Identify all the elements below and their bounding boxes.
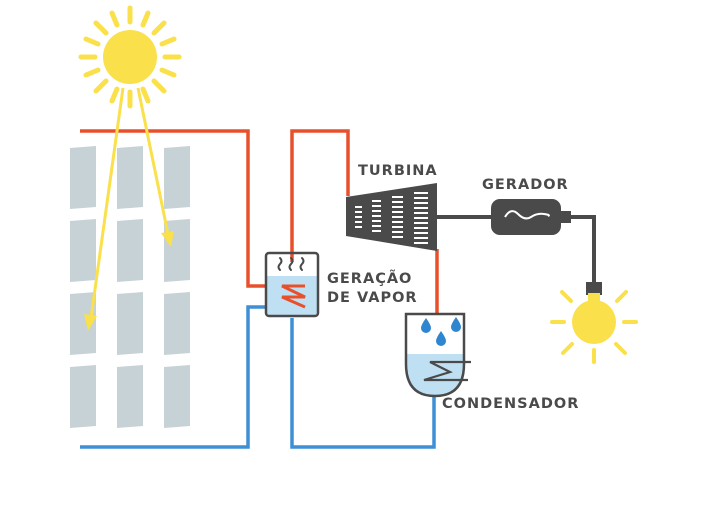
bulb-glow-rays	[550, 290, 638, 364]
power-cable	[571, 215, 596, 289]
sine-wave-icon	[504, 210, 550, 220]
heat-exchanger-coil	[281, 284, 306, 309]
generator-terminal	[561, 211, 571, 223]
steam-icon	[277, 257, 305, 271]
sun-icon	[78, 5, 182, 109]
bulb-socket	[586, 282, 602, 295]
steam-generation-label-line2: DE VAPOR	[327, 290, 418, 306]
generator	[491, 199, 596, 289]
sun-rays-reflection	[84, 87, 174, 331]
generator-label: GERADOR	[482, 177, 569, 193]
bulb-glass	[572, 300, 616, 344]
turbine-label: TURBINA	[358, 163, 438, 179]
light-ray	[136, 87, 170, 235]
ray-arrowhead	[161, 231, 174, 247]
generator-body	[491, 199, 561, 235]
turbine	[346, 183, 493, 251]
condenser	[404, 312, 471, 398]
light-bulb-icon	[550, 282, 638, 364]
steam-generator-tank	[264, 251, 320, 318]
ray-arrowhead	[84, 314, 97, 331]
condenser-label: CONDENSADOR	[442, 396, 579, 412]
turbine-blades	[355, 192, 428, 244]
light-ray	[89, 87, 125, 319]
condensate-return-pipe	[290, 318, 436, 449]
water-drop-icon	[421, 317, 461, 346]
steam-generator	[264, 251, 320, 318]
steam-pipe-to-turbine	[290, 129, 350, 262]
receiver-tubes	[80, 132, 178, 447]
condenser-vessel	[404, 312, 466, 398]
cooling-coil	[423, 360, 471, 382]
steam-generation-label-line1: GERAÇÃO	[327, 270, 412, 287]
condenser-water	[407, 354, 463, 395]
